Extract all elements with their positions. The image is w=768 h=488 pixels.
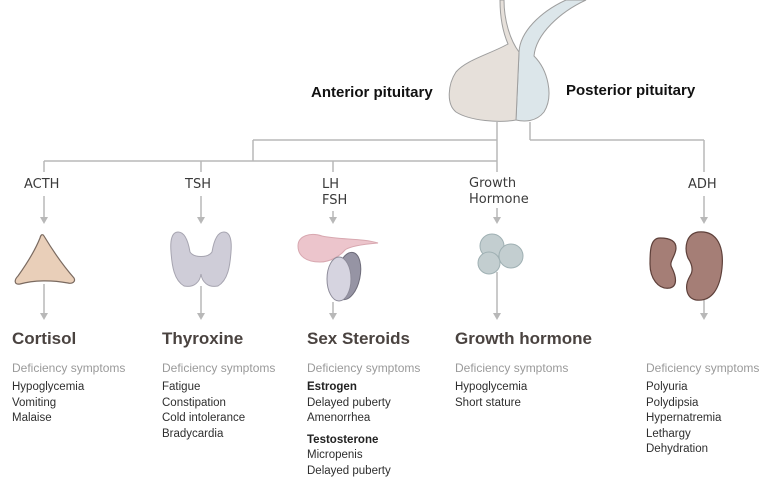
pituitary-gland-icon xyxy=(448,0,587,122)
symptom-item: Cold intolerance xyxy=(162,412,246,425)
symptom-item: Malaise xyxy=(12,412,52,425)
pituitary-anterior-lobe xyxy=(448,0,520,122)
posterior-pituitary-label: Posterior pituitary xyxy=(566,82,696,99)
hormone-tsh-label: TSH xyxy=(185,177,211,192)
adh-deficiency-heading: Deficiency symptoms xyxy=(646,361,760,375)
hormone-gh-label: Growth Hormone xyxy=(469,176,529,208)
hormone-adh-label: ADH xyxy=(688,177,717,192)
growth-hormone-symptom-list: Hypoglycemia Short stature xyxy=(455,380,527,411)
adh-symptom-list: Polyuria Polydipsia Hypernatremia Lethar… xyxy=(646,380,721,458)
symptom-item: Amenorrhea xyxy=(307,412,371,425)
estrogen-subheading: Estrogen xyxy=(307,381,357,393)
symptom-item: Dehydration xyxy=(646,443,709,456)
connector-lines xyxy=(43,122,705,316)
cortisol-deficiency-heading: Deficiency symptoms xyxy=(12,361,126,375)
symptom-item: Polydipsia xyxy=(646,396,699,409)
symptom-item: Fatigue xyxy=(162,381,201,393)
hormone-lh-fsh-label: LH FSH xyxy=(322,177,347,209)
thyroxine-deficiency-heading: Deficiency symptoms xyxy=(162,361,276,375)
anterior-pituitary-label: Anterior pituitary xyxy=(311,84,433,101)
pituitary-posterior-lobe xyxy=(515,0,587,122)
sex-steroids-title: Sex Steroids xyxy=(307,329,410,348)
symptom-item: Hypoglycemia xyxy=(455,381,528,393)
sex-steroids-deficiency-heading: Deficiency symptoms xyxy=(307,361,421,375)
growth-hormone-title: Growth hormone xyxy=(455,329,592,348)
hormone-acth-label: ACTH xyxy=(24,177,60,192)
hormone-fsh-line: FSH xyxy=(322,193,348,208)
symptom-item: Short stature xyxy=(455,396,521,409)
hormone-gh-line2: Hormone xyxy=(469,192,529,207)
sex-steroids-symptom-list: Estrogen Delayed puberty Amenorrhea Test… xyxy=(307,380,391,480)
symptom-item: Polyuria xyxy=(646,381,688,393)
hormone-lh-line: LH xyxy=(322,177,340,192)
right-kidney xyxy=(685,231,723,301)
left-kidney xyxy=(649,237,677,289)
symptom-item: Vomiting xyxy=(12,396,57,409)
cortisol-title: Cortisol xyxy=(12,329,77,348)
thyroxine-title: Thyroxine xyxy=(162,329,244,348)
hormone-gh-line1: Growth xyxy=(469,176,517,191)
symptom-item: Lethargy xyxy=(646,427,691,440)
testosterone-subheading: Testosterone xyxy=(307,433,379,446)
symptom-item: Bradycardia xyxy=(162,427,224,440)
symptom-item: Hypernatremia xyxy=(646,412,722,425)
thyroxine-symptom-list: Fatigue Constipation Cold intolerance Br… xyxy=(162,380,245,442)
growth-hormone-deficiency-heading: Deficiency symptoms xyxy=(455,361,569,375)
kidneys-icon xyxy=(649,231,723,301)
gonads-icon xyxy=(297,233,379,302)
symptom-item: Micropenis xyxy=(307,449,363,462)
cells-icon xyxy=(477,233,524,275)
adrenal-gland-icon xyxy=(14,234,76,285)
symptom-item: Delayed puberty xyxy=(307,464,391,477)
symptom-item: Delayed puberty xyxy=(307,396,391,409)
thyroid-gland-icon xyxy=(170,231,232,287)
arrowheads xyxy=(40,217,708,320)
cortisol-symptom-list: Hypoglycemia Vomiting Malaise xyxy=(12,380,84,427)
uterus-shape xyxy=(297,233,379,263)
symptom-item: Constipation xyxy=(162,396,226,409)
symptom-item: Hypoglycemia xyxy=(12,381,85,393)
testis-shape xyxy=(326,256,352,302)
